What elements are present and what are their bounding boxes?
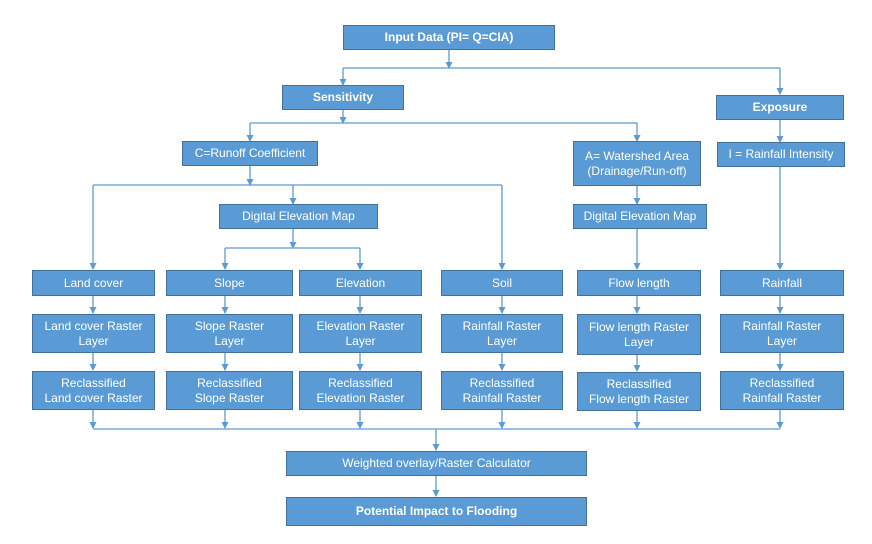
reclassified-soil-rainfall-box: Reclassified Rainfall Raster [441, 371, 563, 410]
rainfall-raster-box: Rainfall Raster Layer [720, 314, 844, 353]
reclassified-slope-box: Reclassified Slope Raster [166, 371, 293, 410]
land-cover-box: Land cover [32, 270, 155, 296]
elevation-box: Elevation [299, 270, 422, 296]
reclassified-flow-length-box: Reclassified Flow length Raster [577, 372, 701, 411]
rainfall-box: Rainfall [720, 270, 844, 296]
elevation-raster-box: Elevation Raster Layer [299, 314, 422, 353]
reclassified-land-cover-box: Reclassified Land cover Raster [32, 371, 155, 410]
reclassified-elevation-box: Reclassified Elevation Raster [299, 371, 422, 410]
slope-raster-box: Slope Raster Layer [166, 314, 293, 353]
potential-impact-box: Potential Impact to Flooding [286, 497, 587, 526]
soil-box: Soil [441, 270, 563, 296]
reclassified-rainfall-box: Reclassified Rainfall Raster [720, 371, 844, 410]
input-data-box: Input Data (PI= Q=CIA) [343, 25, 555, 50]
weighted-overlay-box: Weighted overlay/Raster Calculator [286, 451, 587, 476]
flow-length-box: Flow length [577, 270, 701, 296]
watershed-area-box: A= Watershed Area (Drainage/Run-off) [573, 141, 701, 186]
digital-elevation-map-box-2: Digital Elevation Map [573, 204, 707, 229]
flow-length-raster-box: Flow length Raster Layer [577, 314, 701, 355]
soil-rainfall-raster-box: Rainfall Raster Layer [441, 314, 563, 353]
land-cover-raster-box: Land cover Raster Layer [32, 314, 155, 353]
digital-elevation-map-box-1: Digital Elevation Map [219, 204, 378, 229]
runoff-coefficient-box: C=Runoff Coefficient [182, 141, 318, 166]
slope-box: Slope [166, 270, 293, 296]
sensitivity-box: Sensitivity [282, 85, 404, 110]
rainfall-intensity-box: I = Rainfall Intensity [717, 142, 845, 167]
exposure-box: Exposure [716, 95, 844, 120]
